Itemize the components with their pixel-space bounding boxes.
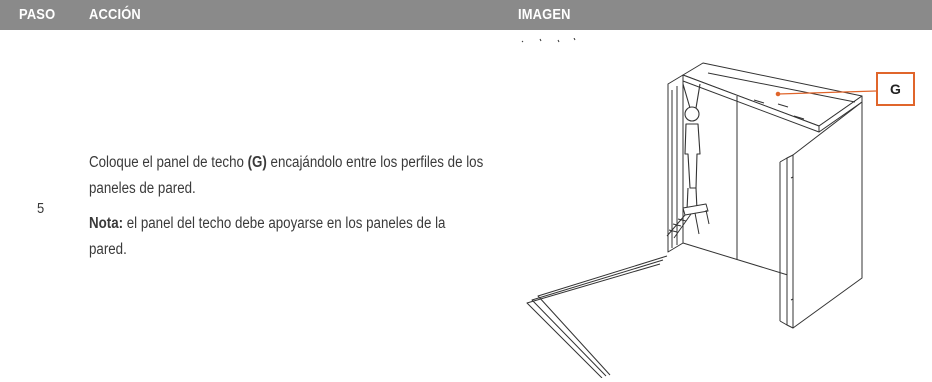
step-ladder bbox=[666, 203, 710, 239]
callout-leader bbox=[775, 90, 877, 97]
header-paso: PASO bbox=[19, 6, 56, 23]
panel-reference: (G) bbox=[247, 154, 267, 171]
callout-label-g: G bbox=[876, 72, 915, 106]
step-instructions: Coloque el panel de techo (G) encajándol… bbox=[89, 150, 485, 263]
ceiling-panel bbox=[682, 62, 863, 133]
person-figure bbox=[682, 83, 701, 211]
header-accion: ACCIÓN bbox=[89, 6, 141, 23]
assembly-illustration bbox=[521, 38, 877, 378]
instruction-text-pre: Coloque el panel de techo bbox=[89, 154, 248, 171]
note-paragraph: Nota: el panel del techo debe apoyarse e… bbox=[89, 211, 485, 263]
back-wall bbox=[667, 74, 792, 277]
table-header: PASO ACCIÓN IMAGEN bbox=[0, 0, 932, 30]
header-imagen: IMAGEN bbox=[518, 6, 571, 23]
right-wall bbox=[779, 101, 863, 329]
note-label: Nota: bbox=[89, 215, 124, 232]
note-text: el panel del techo debe apoyarse en los … bbox=[89, 215, 446, 258]
floor-outline bbox=[526, 255, 668, 378]
instruction-paragraph: Coloque el panel de techo (G) encajándol… bbox=[89, 150, 485, 202]
step-number: 5 bbox=[37, 200, 45, 217]
instruction-text-post: encajándolo entre los perfiles de los pa… bbox=[89, 154, 484, 197]
top-marks bbox=[521, 38, 576, 43]
